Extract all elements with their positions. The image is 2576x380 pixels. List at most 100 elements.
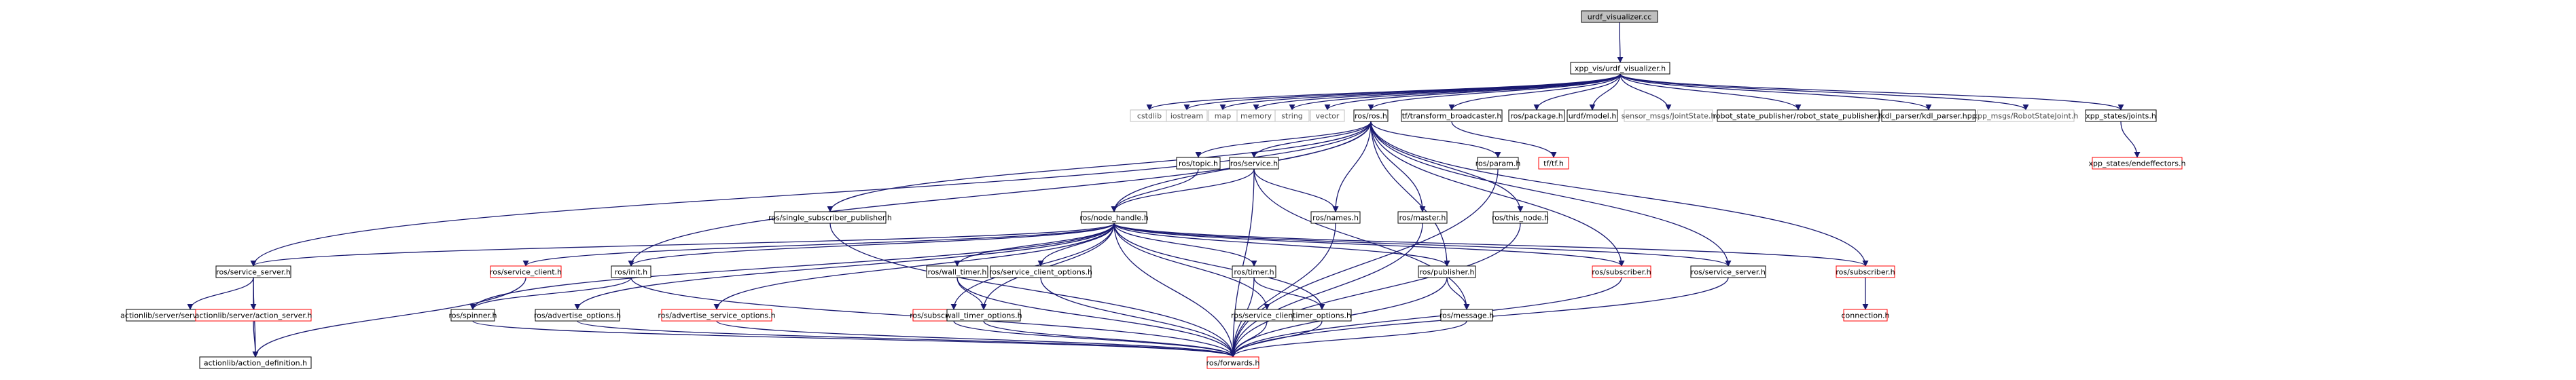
edge-walltimer-to-forwards	[956, 277, 1236, 358]
node-box	[661, 309, 772, 322]
edge-servcli-to-actdef	[252, 277, 526, 358]
node-box	[1292, 309, 1352, 322]
node-box	[1717, 109, 1880, 122]
node-box	[1166, 109, 1208, 122]
node-rosros[interactable]: ros/ros.h	[1353, 109, 1389, 122]
edge-nh-to-servsrv	[250, 223, 1115, 267]
node-servsrv[interactable]: ros/service_server.h	[215, 265, 291, 278]
node-servcli2[interactable]: ros/service_client.h	[1231, 309, 1303, 322]
node-topic[interactable]: ros/topic.h	[1176, 157, 1221, 170]
edge-rosros-to-subscriber	[1370, 121, 1625, 267]
node-label: tf/tf.h	[1543, 159, 1564, 168]
node-names[interactable]: ros/names.h	[1310, 211, 1361, 224]
edge-service-to-nh	[1111, 168, 1255, 212]
node-box	[1081, 211, 1147, 224]
edge-nh-to-timeropt	[1113, 223, 1325, 310]
node-actsrv[interactable]: actionlib/server/action_server.h	[195, 309, 312, 322]
node-uvh[interactable]: xpp_vis/urdf_visualizer.h	[1570, 62, 1670, 75]
node-box	[195, 309, 312, 322]
node-spinner[interactable]: ros/spinner.h	[449, 309, 497, 322]
node-servcli[interactable]: ros/service_client.h	[490, 265, 562, 278]
edge-rosros-to-init	[628, 121, 1372, 267]
edge-init-to-spinner	[469, 277, 632, 310]
edge-service-to-forwards	[1230, 168, 1255, 358]
node-tftf[interactable]: tf/tf.h	[1538, 157, 1569, 170]
node-iostream: iostream	[1166, 109, 1208, 122]
node-root[interactable]: urdf_visualizer.cc	[1581, 10, 1658, 23]
node-tfb[interactable]: tf/transform_broadcaster.h	[1401, 109, 1503, 122]
node-box	[1397, 211, 1448, 224]
node-nh[interactable]: ros/node_handle.h	[1079, 211, 1149, 224]
edge-rosros-to-master	[1370, 121, 1426, 212]
node-box	[215, 265, 291, 278]
node-publisher[interactable]: ros/publisher.h	[1418, 265, 1476, 278]
node-wto[interactable]: wall_timer_options.h	[945, 309, 1022, 322]
node-box	[1843, 309, 1888, 322]
node-subscriber2[interactable]: ros/subscriber.h	[1836, 265, 1895, 278]
node-label: ros/wall_timer.h	[928, 268, 987, 277]
edge-advsrvopt-to-forwards	[716, 320, 1236, 358]
node-sco[interactable]: ros/service_client_options.h	[989, 265, 1092, 278]
node-joints[interactable]: xpp_states/joints.h	[2085, 109, 2157, 122]
node-label: xpp_states/endeffectors.h	[2089, 159, 2186, 168]
node-label: ros/topic.h	[1179, 159, 1218, 168]
node-kdl[interactable]: kdl_parser/kdl_parser.hpp	[1880, 109, 1977, 122]
edge-subscriber-to-forwards	[1230, 277, 1622, 358]
edge-joints-to-endeff	[2120, 121, 2141, 158]
node-connection[interactable]: connection.h	[1841, 309, 1890, 322]
edge-service-to-message	[1253, 168, 1470, 310]
node-box	[1477, 157, 1519, 170]
node-param[interactable]: ros/param.h	[1475, 157, 1521, 170]
edge-uvh-to-rsj	[1620, 73, 2029, 111]
node-endeff[interactable]: xpp_states/endeffectors.h	[2089, 157, 2186, 170]
node-box	[946, 309, 1021, 322]
node-box	[1492, 211, 1548, 224]
node-box	[535, 309, 620, 322]
node-box	[450, 309, 495, 322]
node-advopt[interactable]: ros/advertise_options.h	[534, 309, 621, 322]
node-box	[1881, 109, 1976, 122]
node-timer[interactable]: ros/timer.h	[1232, 265, 1276, 278]
node-label: ros/service_server.h	[1691, 268, 1766, 277]
edge-rosros-to-subscriber2	[1370, 121, 1869, 267]
node-box	[1538, 157, 1569, 170]
node-label: ros/advertise_service_options.h	[658, 311, 775, 320]
node-subscriber[interactable]: ros/subscriber.h	[1592, 265, 1651, 278]
edge-nh-to-timer	[1113, 223, 1257, 267]
node-label: actionlib/server/action_server.h	[195, 311, 312, 320]
node-box	[1592, 265, 1651, 278]
node-thisnode[interactable]: ros/this_node.h	[1492, 211, 1549, 224]
edge-topic-to-nh	[1111, 168, 1199, 212]
node-actdef[interactable]: actionlib/action_definition.h	[199, 356, 312, 369]
node-label: xpp_states/joints.h	[2086, 112, 2156, 121]
node-box	[1310, 211, 1361, 224]
node-box	[1508, 109, 1565, 122]
edge-master-to-forwards	[1230, 223, 1423, 358]
node-ssp[interactable]: ros/single_subscriber_publisher.h	[768, 211, 892, 224]
node-advsrvopt[interactable]: ros/advertise_service_options.h	[658, 309, 776, 322]
node-timeropt[interactable]: timer_options.h	[1292, 309, 1352, 322]
node-service[interactable]: ros/service.h	[1229, 157, 1279, 170]
node-rospkg[interactable]: ros/package.h	[1508, 109, 1565, 122]
edge-advopt-to-forwards	[577, 320, 1236, 358]
edge-uvh-to-cstdlib	[1146, 73, 1621, 111]
node-message[interactable]: ros/message.h	[1439, 309, 1494, 322]
node-label: connection.h	[1841, 311, 1889, 320]
node-rspub[interactable]: robot_state_publisher/robot_state_publis…	[1713, 109, 1884, 122]
node-master[interactable]: ros/master.h	[1397, 211, 1448, 224]
node-label: string	[1281, 112, 1303, 121]
node-map: map	[1208, 109, 1238, 122]
node-cstdlib: cstdlib	[1130, 109, 1169, 122]
node-forwards[interactable]: ros/forwards.h	[1206, 356, 1260, 369]
node-label: ros/init.h	[615, 268, 647, 277]
node-init[interactable]: ros/init.h	[611, 265, 651, 278]
node-label: ros/this_node.h	[1492, 214, 1549, 223]
node-vector: vector	[1310, 109, 1345, 122]
node-servsrv2[interactable]: ros/service_server.h	[1690, 265, 1766, 278]
node-label: ros/subscriber.h	[1836, 268, 1895, 277]
edge-uvh-to-memory	[1253, 73, 1621, 111]
node-label: wall_timer_options.h	[945, 311, 1022, 320]
edge-nh-to-spinner	[469, 223, 1115, 310]
node-urdfmodel[interactable]: urdf/model.h	[1567, 109, 1618, 122]
node-walltimer[interactable]: ros/wall_timer.h	[926, 265, 988, 278]
